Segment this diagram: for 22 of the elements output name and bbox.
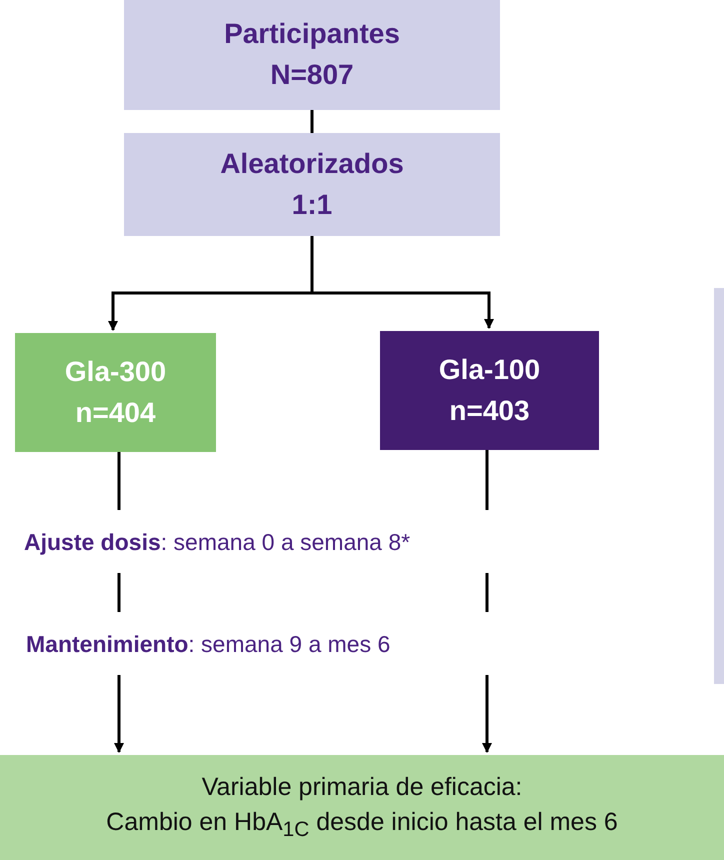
arrow [114, 452, 124, 753]
outcome-box [0, 755, 724, 860]
connector-line [310, 110, 314, 133]
phase-label: Mantenimiento: semana 9 a mes 6 [26, 631, 390, 658]
side-panel [714, 288, 724, 684]
box-text: Gla-300 [64, 354, 166, 389]
randomization-box [124, 133, 500, 236]
arrow [482, 450, 492, 753]
box-text: Gla-100 [438, 352, 540, 387]
box-text: Participantes [224, 17, 400, 52]
phase-label: Ajuste dosis: semana 0 a semana 8* [24, 529, 410, 556]
arrow [310, 236, 494, 329]
box-text: N=807 [270, 58, 354, 92]
treatment-arm-box [15, 333, 216, 452]
box-text: 1:1 [292, 188, 332, 222]
box-text: n=403 [449, 394, 530, 428]
box-text: Cambio en HbA$_{1C}$ desde inicio hasta el mes 6 [106, 807, 618, 844]
box-text: Variable primaria de eficacia: [202, 772, 522, 804]
participants-box [124, 0, 500, 110]
box-text: Aleatorizados [220, 146, 404, 181]
treatment-arm-box [380, 331, 599, 450]
box-text: n=404 [75, 396, 156, 430]
